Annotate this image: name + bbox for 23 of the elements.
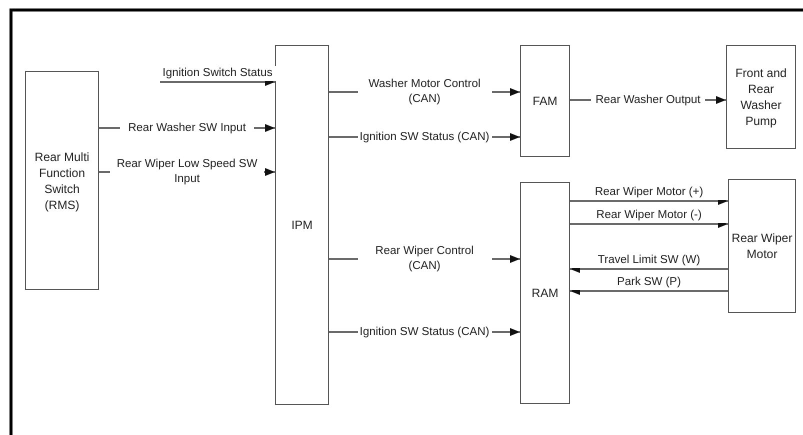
module-label: RAM (532, 285, 558, 301)
module-label: IPM (291, 217, 313, 233)
edge-label: Rear Wiper Control (CAN) (358, 244, 492, 274)
module-box (25, 71, 99, 290)
edge-label: Rear Wiper Low Speed SW Input (110, 157, 264, 187)
edge-label: Ignition SW Status (CAN) (358, 324, 492, 340)
module-label: Front and Rear Washer Pump (734, 65, 788, 129)
arrow (570, 220, 728, 228)
arrow (570, 197, 728, 205)
module-label: Rear Multi Function Switch (RMS) (34, 148, 90, 212)
module-box (726, 45, 796, 149)
arrow (570, 287, 728, 295)
edge-label: Rear Washer SW Input (120, 120, 254, 136)
edge-label: Washer Motor Control (CAN) (358, 77, 492, 107)
module-box (520, 45, 570, 157)
module-box (275, 45, 329, 405)
module-label: FAM (532, 93, 558, 109)
edge-label: Rear Washer Output (591, 92, 705, 108)
module-label: Rear Wiper Motor (730, 230, 794, 262)
module-box (520, 182, 570, 404)
edge-label: Ignition SW Status (CAN) (358, 130, 492, 144)
arrow (570, 265, 728, 273)
module-box (728, 179, 796, 313)
